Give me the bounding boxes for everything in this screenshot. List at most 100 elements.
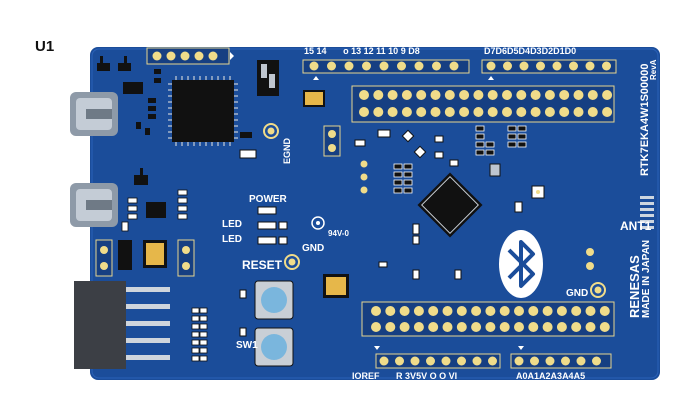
header-pin-pad (359, 107, 369, 117)
header-pin-pad (459, 90, 470, 100)
header-bottom-left-pins (379, 356, 497, 366)
pin-label: 12 (363, 46, 374, 56)
usb-connector-top (70, 92, 118, 136)
right-pads (586, 248, 594, 270)
antenna-label: ANT1 (620, 219, 652, 233)
pin-label: D3 (530, 46, 542, 56)
header-pin-pad (573, 107, 584, 117)
side-connector-bottom-left (74, 281, 170, 369)
header-pin-pad (602, 90, 613, 100)
header-pin-pad (569, 61, 578, 71)
header-pin-pad (519, 61, 529, 71)
pads-2pin-left (95, 239, 113, 277)
header-pin-pad (442, 322, 453, 332)
ul-mark-icon (311, 216, 325, 230)
header-pin-pad (473, 107, 484, 117)
header-top-left-labels: 15 14 o 13 12 11 10 9 D8 (304, 47, 420, 56)
pin1-marker-bl (374, 346, 380, 350)
gnd-test-point-center (284, 254, 300, 270)
pin-label: O (429, 371, 437, 381)
header-pin-pad (371, 322, 381, 332)
egnd-test-point (263, 123, 279, 139)
header-pin-pad (373, 90, 384, 100)
header-pin-pad (559, 107, 570, 117)
egnd-label: EGND (282, 137, 292, 164)
top-left-small-header (146, 47, 234, 65)
header-pin-pad (371, 306, 381, 316)
header-top-right-labels: D7D6D5D4D3D2D1D0 (484, 47, 576, 56)
header-pin-pad (599, 322, 610, 332)
header-pin-pad (559, 90, 570, 100)
led-indicators (257, 206, 288, 245)
header-pin-pad (573, 90, 584, 100)
header-pin-pad (426, 356, 435, 366)
gnd-test-point-right (590, 282, 606, 298)
pin-label: 14 (316, 46, 327, 56)
header-pin-pad (379, 61, 389, 71)
header-pin-pad (571, 322, 582, 332)
header-pin-pad (430, 107, 441, 117)
header-pin-pad (499, 306, 510, 316)
brand-logo: RENESAS (627, 255, 642, 318)
pads-2pin-mid (177, 239, 195, 277)
header-pin-pad (587, 107, 598, 117)
header-pin-pad (516, 90, 527, 100)
header-pin-pad (309, 61, 319, 71)
header-pin-pad (473, 90, 484, 100)
header-pin-pad (599, 306, 610, 316)
pin-label: A2 (539, 371, 551, 381)
antenna-pattern (640, 196, 654, 229)
header-pin-pad (545, 356, 555, 366)
pin-label: A3 (550, 371, 563, 381)
header-pin-pad (516, 107, 527, 117)
header-pin-pad (530, 107, 541, 117)
pin-label: 5V (416, 371, 428, 381)
tantalum-capacitor-bottom (323, 274, 349, 298)
header-pin-pad (587, 90, 598, 100)
pin-label: D8 (408, 46, 420, 56)
header-pin-pad (449, 61, 459, 71)
header-double-top-pins (359, 90, 613, 117)
header-pin-pad (536, 61, 545, 71)
header-pin-pad (459, 107, 470, 117)
diode-black (118, 240, 132, 270)
jumper-2pin (323, 125, 341, 157)
header-pin-pad (503, 61, 512, 71)
pin1-marker-tr (488, 76, 494, 80)
header-pin-pad (401, 90, 412, 100)
led-a-label: LED (222, 219, 242, 230)
header-pin-pad (442, 306, 453, 316)
header-pin-pad (576, 356, 586, 366)
header-pin-pad (585, 306, 596, 316)
header-pin-pad (571, 306, 582, 316)
transistor-mid (134, 168, 148, 185)
crystal-small (489, 163, 501, 177)
pin-label: o (343, 46, 349, 56)
header-pin-pad (362, 61, 371, 71)
bluetooth-logo-icon (499, 230, 543, 298)
header-pin-pad (542, 306, 553, 316)
top-left-transistors (97, 56, 131, 71)
header-pin-pad (327, 61, 336, 71)
header-pin-pad (514, 356, 524, 366)
power-label: POWER (249, 194, 287, 205)
header-pin-pad (416, 107, 427, 117)
board-model-label: RTK7EKA4W1S00000 (639, 63, 651, 177)
header-pin-pad (456, 306, 467, 316)
header-pin-pad (413, 306, 424, 316)
resistor-array-center (393, 125, 527, 194)
header-pin-pad (399, 306, 410, 316)
resistor-column-mid (121, 189, 188, 232)
header-pin-pad (488, 356, 497, 366)
header-pin-pad (528, 306, 539, 316)
header-pin-pad (544, 107, 555, 117)
header-pin-pad (428, 306, 439, 316)
header-pin-pad (410, 356, 420, 366)
header-bottom-left-labels: IOREF R 3V5V O O VI (352, 372, 457, 381)
header-pin-pad (344, 61, 354, 71)
vertical-pads-center (360, 160, 368, 194)
gnd-right-label: GND (566, 288, 589, 299)
pin-label: 15 (304, 46, 315, 56)
testpoint-small (536, 190, 540, 194)
header-top-right (481, 59, 617, 74)
